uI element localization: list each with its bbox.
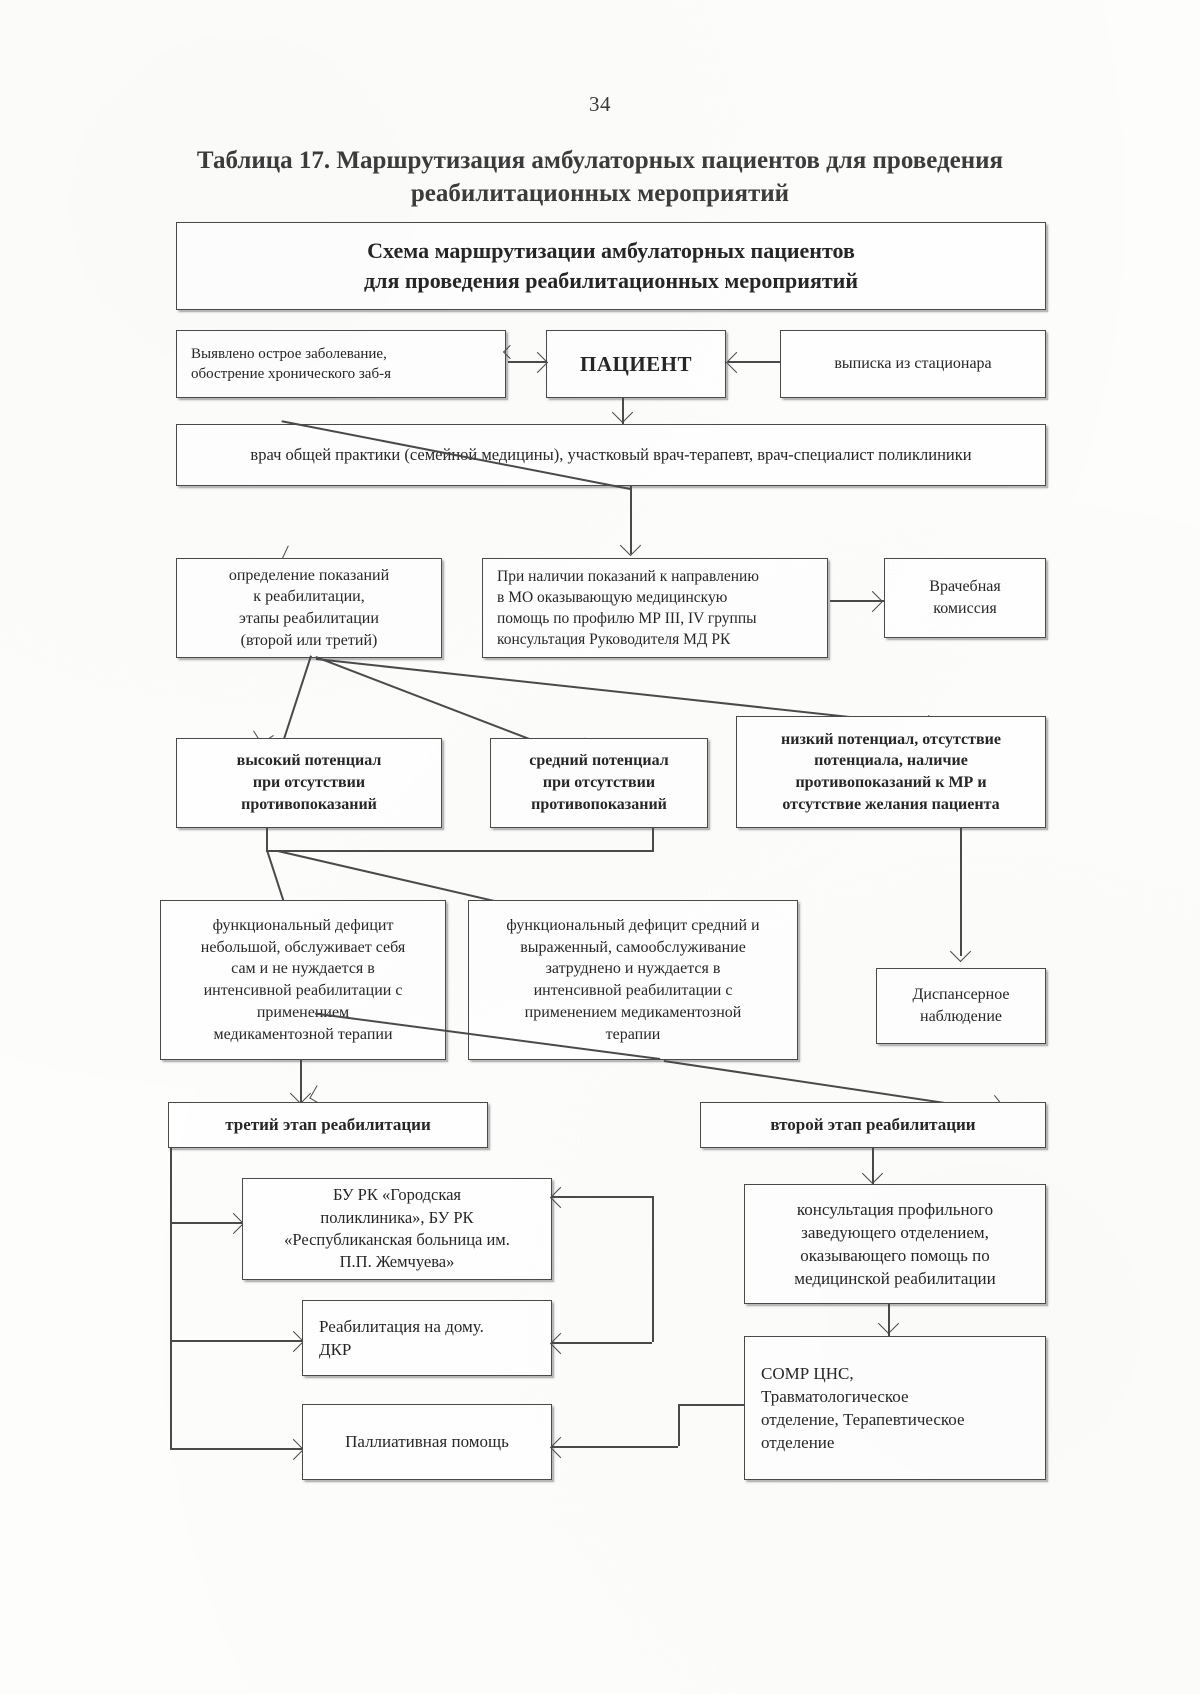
edge-somr-to-palliative-arrow [549,1436,572,1459]
edge-consult-to-somr-arrow [877,1312,900,1335]
edge-low-to-dispensary-line [960,828,962,956]
edge-stage2-to-consult-line [872,1148,874,1184]
caption-line-1: Таблица 17. Маршрутизация амбулаторных п… [196,147,1004,174]
node-discharge: выписка из стационара [780,330,1046,398]
node-deficit-low: функциональный дефицит небольшой, обслуж… [160,900,446,1060]
edge-referral-to-commission-line [830,600,884,602]
node-palliative-care: Паллиативная помощь [302,1404,552,1480]
node-referral: При наличии показаний к направлению в МО… [482,558,828,658]
diagram-header-text: Схема маршрутизации амбулаторных пациент… [363,238,859,293]
edge-patient-to-doctor-line [622,398,624,424]
edge-low-to-dispensary-arrow [949,940,972,963]
node-deficit-high: функциональный дефицит средний и выражен… [468,900,798,1060]
edge-medium-down-stub [652,828,654,850]
node-stage-three: третий этап реабилитации [168,1102,488,1148]
node-home-rehab-text: Реабилитация на дому. ДКР [319,1316,484,1359]
node-medium-potential-text: средний потенциал при отсутствии противо… [529,752,669,813]
edge-discharge-to-patient-arrow [725,351,748,374]
node-high-potential-text: высокий потенциал при отсутствии противо… [236,752,382,813]
caption-line-2: реабилитационных мероприятий [410,180,790,207]
diagram-header-box: Схема маршрутизации амбулаторных пациент… [176,222,1046,310]
node-deficit-high-text: функциональный дефицит средний и выражен… [506,916,760,1043]
node-profile-consultation: консультация профильного заведующего отд… [744,1184,1046,1304]
node-acute-disease: Выявлено острое заболевание, обострение … [176,330,506,398]
node-deficit-low-text: функциональный дефицит небольшой, обслуж… [200,916,406,1043]
edge-somr-feedback-top [678,1404,744,1406]
edge-stage3-to-palliative-line [170,1448,302,1450]
node-profile-consultation-text: консультация профильного заведующего отд… [794,1199,996,1289]
node-medical-commission-text: Врачебная комиссия [929,578,1001,617]
node-general-practitioner: врач общей практики (семейной медицины),… [176,424,1046,486]
edge-stage3-to-home-arrow [282,1330,305,1353]
edge-doctor-to-referral-arrow [619,534,642,557]
node-stage-two: второй этап реабилитации [700,1102,1046,1148]
node-home-rehab: Реабилитация на дому. ДКР [302,1300,552,1376]
node-stage-three-text: третий этап реабилитации [225,1115,431,1135]
node-high-potential: высокий потенциал при отсутствии противо… [176,738,442,828]
edge-deficit-low-to-stage3-line [300,1060,302,1102]
node-general-practitioner-text: врач общей практики (семейной медицины),… [250,444,972,464]
node-somr: СОМР ЦНС, Травматологическое отделение, … [744,1336,1046,1480]
page-number: 34 [589,92,611,116]
edge-stage3-to-palliative-arrow [282,1438,305,1461]
edge-consult-feedback-arrow [549,1186,572,1209]
node-discharge-text: выписка из стационара [834,355,992,373]
edge-stage3-to-clinics-line [170,1222,242,1224]
edge-deficit-low-to-stage3-arrow [289,1082,312,1105]
edge-consult-feedback-vline [652,1196,654,1342]
edge-stage2-to-consult-arrow [861,1162,884,1185]
node-indications: определение показаний к реабилитации, эт… [176,558,442,658]
node-low-potential-text: низкий потенциал, отсутствие потенциала,… [781,730,1001,813]
edge-potentials-merge-bar [266,850,654,852]
node-stage-two-text: второй этап реабилитации [770,1115,976,1135]
node-medium-potential: средний потенциал при отсутствии противо… [490,738,708,828]
edge-discharge-to-patient-line [728,361,780,363]
node-low-potential: низкий потенциал, отсутствие потенциала,… [736,716,1046,828]
edge-referral-to-commission-arrow [861,590,884,613]
edge-stage3-to-clinics-arrow [222,1212,245,1235]
edge-stage3-spine [170,1148,172,1448]
edge-stage3-to-home-line [170,1340,302,1342]
edge-somr-feedback-vline [678,1404,680,1446]
edge-somr-feedback-bottom [552,1446,678,1448]
node-indications-text: определение показаний к реабилитации, эт… [228,566,390,649]
node-patient: ПАЦИЕНТ [546,330,726,398]
node-palliative-care-text: Паллиативная помощь [345,1432,509,1452]
edge-patient-to-doctor-arrow [611,401,634,424]
node-medical-commission: Врачебная комиссия [884,558,1046,638]
node-dispensary-observation-text: Диспансерное наблюдение [912,986,1010,1025]
edge-acute-to-patient-line [508,361,546,363]
edge-consult-feedback-top [552,1196,652,1198]
table-caption: Таблица 17. Маршрутизация амбулаторных п… [150,144,1050,210]
edge-consult-to-somr-line [888,1304,890,1336]
edge-consult-feedback-bottom [552,1342,652,1344]
edge-doctor-to-referral-line [630,486,632,554]
edge-high-down-stub [266,828,268,850]
edge-indications-to-high-line [282,655,312,744]
node-acute-disease-text: Выявлено острое заболевание, обострение … [191,345,391,382]
node-clinics: БУ РК «Городская поликлиника», БУ РК «Ре… [242,1178,552,1280]
edge-acute-to-patient-arrow [526,351,549,374]
node-clinics-text: БУ РК «Городская поликлиника», БУ РК «Ре… [284,1185,510,1272]
node-referral-text: При наличии показаний к направлению в МО… [497,567,759,649]
node-dispensary-observation: Диспансерное наблюдение [876,968,1046,1044]
edge-consult-to-home-arrow [549,1332,572,1355]
node-patient-text: ПАЦИЕНТ [579,351,693,376]
node-somr-text: СОМР ЦНС, Травматологическое отделение, … [761,1363,965,1453]
